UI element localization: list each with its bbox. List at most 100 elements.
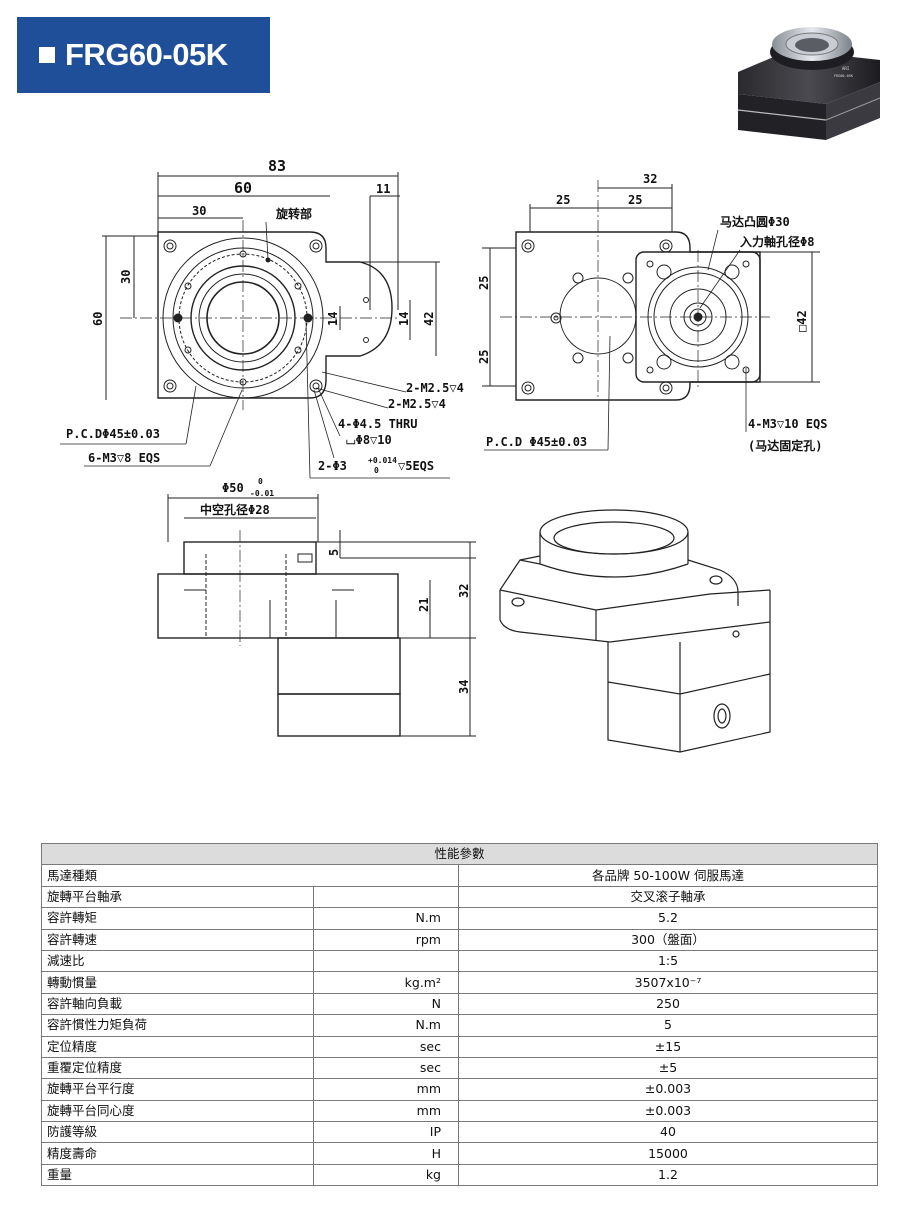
- thru-hole-note: 4-Φ4.5 THRU: [338, 417, 417, 431]
- table-row: 重量 kg 1.2: [41, 1163, 878, 1187]
- dim-25-b: 25: [628, 193, 642, 207]
- spec-value: 250: [458, 992, 878, 1016]
- dim-60-vertical: 60: [91, 312, 105, 326]
- spec-unit: rpm: [313, 928, 459, 951]
- spec-value: ±5: [458, 1056, 878, 1080]
- m3-holes-note: 6-M3▽8 EQS: [88, 451, 160, 465]
- photo-model-label: FRG60-05K: [834, 74, 854, 78]
- dim-25-upper: 25: [477, 276, 491, 290]
- spec-unit: [313, 885, 459, 909]
- dim-30: 30: [192, 204, 206, 218]
- table-row: 馬達種類 各品牌 50-100W 伺服馬達: [41, 864, 878, 887]
- pcd-note-right: P.C.D Φ45±0.03: [486, 435, 587, 449]
- pin-tol-lower: 0: [374, 466, 379, 475]
- spec-name: 重覆定位精度: [41, 1056, 314, 1080]
- table-row: 容許慣性力矩負荷 N.m 5: [41, 1014, 878, 1037]
- table-row: 定位精度 sec ±15: [41, 1035, 878, 1058]
- product-photo: ARI FRG60-05K: [737, 27, 881, 140]
- spec-unit: N: [313, 992, 459, 1016]
- spec-unit: IP: [313, 1121, 459, 1144]
- isometric-view: [499, 509, 771, 753]
- spec-name: 重量: [41, 1163, 314, 1187]
- table-row: 容許軸向負載 N 250: [41, 992, 878, 1016]
- table-row: 減速比 1:5: [41, 949, 878, 973]
- technical-drawing: 83 60 11 30 旋转部 30 60 14 14 42 2-M2.5▽4 …: [60, 160, 827, 753]
- motor-holes-subnote: (马达固定孔): [748, 438, 822, 453]
- m25-note-a: 2-M2.5▽4: [406, 381, 464, 395]
- top-view-output: [102, 172, 440, 410]
- spec-value: ±0.003: [458, 1099, 878, 1123]
- model-title: FRG60-05K: [65, 37, 228, 72]
- spec-name: 旋轉平台同心度: [41, 1099, 314, 1123]
- spec-value: 交叉滚子軸承: [458, 885, 878, 909]
- spec-name: 容許軸向負載: [41, 992, 314, 1016]
- spec-table: 性能參數 馬達種類 各品牌 50-100W 伺服馬達 旋轉平台軸承 交叉滚子軸承…: [41, 842, 878, 1187]
- square-42: □42: [795, 310, 809, 332]
- spec-value: 各品牌 50-100W 伺服馬達: [458, 864, 878, 887]
- spec-name: 馬達種類: [41, 864, 459, 887]
- counterbore-note: ⌴Φ8▽10: [346, 433, 392, 447]
- spec-unit: mm: [313, 1099, 459, 1123]
- pcd-note-left: P.C.DΦ45±0.03: [66, 427, 160, 441]
- spec-name: 容許轉速: [41, 928, 314, 951]
- spec-unit: H: [313, 1142, 459, 1165]
- spec-name: 旋轉平台平行度: [41, 1078, 314, 1101]
- spec-unit: [313, 949, 459, 973]
- motor-holes-note: 4-M3▽10 EQS: [748, 417, 827, 431]
- dim-25-lower: 25: [477, 350, 491, 364]
- spec-name: 定位精度: [41, 1035, 314, 1058]
- square-bullet-icon: [39, 47, 55, 63]
- spec-value: 40: [458, 1121, 878, 1144]
- table-row: 容許轉速 rpm 300（盤面）: [41, 928, 878, 951]
- input-shaft-label: 入力軸孔径Φ8: [740, 234, 814, 249]
- spec-value: 5: [458, 1014, 878, 1037]
- dia-50-tol-upper: 0: [258, 477, 263, 486]
- dim-21: 21: [417, 598, 431, 612]
- dim-32-height: 32: [457, 584, 471, 598]
- spec-unit: sec: [313, 1035, 459, 1058]
- rotating-part-label: 旋转部: [275, 206, 312, 221]
- table-row: 重覆定位精度 sec ±5: [41, 1056, 878, 1080]
- dim-83: 83: [268, 160, 286, 175]
- spec-value: 1.2: [458, 1163, 878, 1187]
- dia-50-tol-lower: -0.01: [250, 489, 274, 498]
- pin-hole-note: 2-Φ3: [318, 459, 347, 473]
- dim-25-a: 25: [556, 193, 570, 207]
- spec-name: 旋轉平台軸承: [41, 885, 314, 909]
- spec-value: 15000: [458, 1142, 878, 1165]
- spec-name: 轉動慣量: [41, 971, 314, 994]
- hollow-bore-label: 中空孔径Φ28: [200, 502, 270, 517]
- spec-value: 1:5: [458, 949, 878, 973]
- spec-unit: kg.m²: [313, 971, 459, 994]
- table-row: 旋轉平台平行度 mm ±0.003: [41, 1078, 878, 1101]
- table-row: 容許轉矩 N.m 5.2: [41, 907, 878, 930]
- m25-note-b: 2-M2.5▽4: [388, 397, 446, 411]
- table-row: 防護等級 IP 40: [41, 1121, 878, 1144]
- spec-value: ±0.003: [458, 1078, 878, 1101]
- spec-table-header-row: 性能參數: [41, 842, 878, 866]
- spec-name: 容許轉矩: [41, 907, 314, 930]
- dim-14-a: 14: [326, 312, 340, 326]
- spec-name: 防護等級: [41, 1121, 314, 1144]
- spec-name: 減速比: [41, 949, 314, 973]
- dim-34: 34: [457, 680, 471, 694]
- model-title-badge: FRG60-05K: [17, 17, 270, 93]
- dia-50: Φ50: [222, 481, 244, 495]
- dim-30-vertical: 30: [119, 270, 133, 284]
- photo-brand-label: ARI: [842, 66, 850, 71]
- table-row: 轉動慣量 kg.m² 3507x10⁻⁷: [41, 971, 878, 994]
- dim-11: 11: [376, 182, 390, 196]
- spec-unit: sec: [313, 1056, 459, 1080]
- spec-unit: N.m: [313, 1014, 459, 1037]
- spec-value: 300（盤面）: [458, 928, 878, 951]
- spec-unit: kg: [313, 1163, 459, 1187]
- spec-value: 3507x10⁻⁷: [458, 971, 878, 994]
- top-view-motor: [482, 180, 820, 401]
- side-view: [157, 494, 476, 737]
- dim-5: 5: [327, 549, 341, 556]
- dim-32-motor: 32: [643, 172, 657, 186]
- spec-unit: N.m: [313, 907, 459, 930]
- spec-value: 5.2: [458, 907, 878, 930]
- spec-value: ±15: [458, 1035, 878, 1058]
- spec-name: 精度壽命: [41, 1142, 314, 1165]
